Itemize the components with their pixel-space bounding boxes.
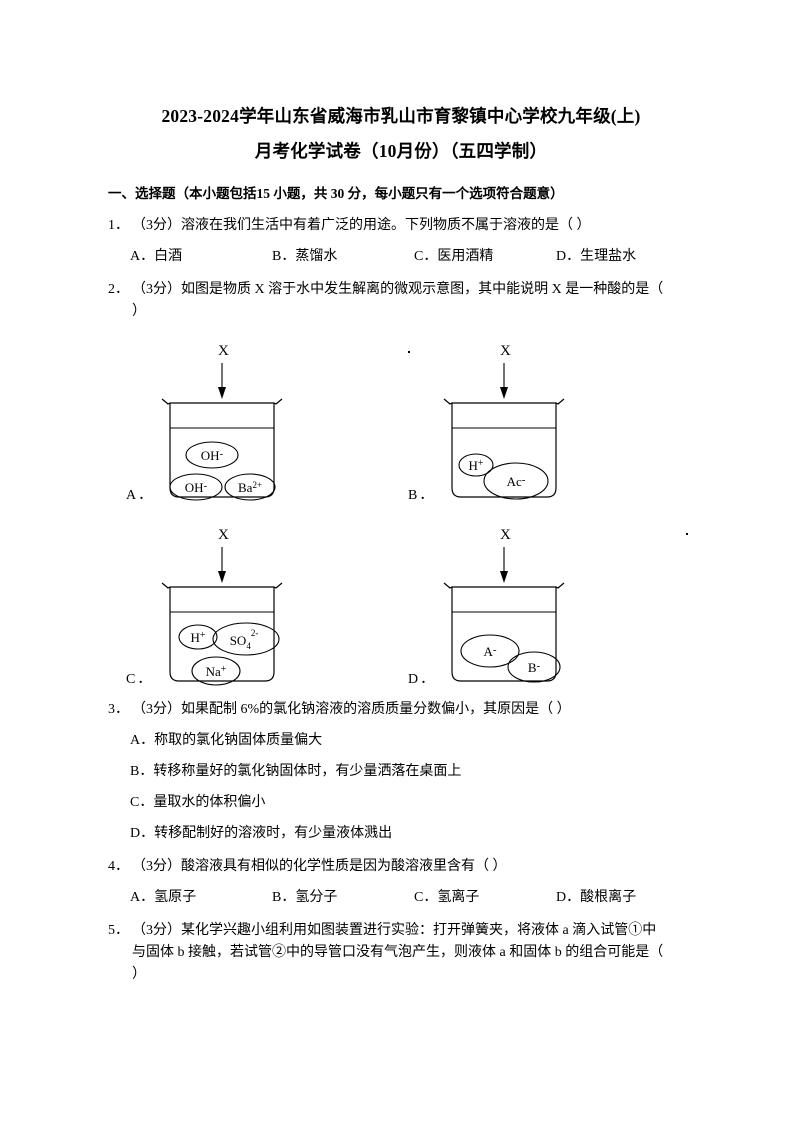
question-3-option-b[interactable]: B．转移称量好的氯化钠固体时，有少量洒落在桌面上: [130, 764, 462, 779]
arrow-head-d: [500, 571, 508, 583]
question-5-stem-line-3: ）: [108, 964, 694, 986]
question-4-stem: 4．（3分）酸溶液具有相似的化学性质是因为酸溶液里含有（ ）: [108, 856, 694, 878]
question-2-number: 2．: [108, 282, 129, 297]
question-3-stem: 3．（3分）如果配制 6%的氯化钠溶液的溶质质量分数偏小，其原因是（ ）: [108, 699, 694, 721]
question-5-score: （3分）: [132, 923, 181, 938]
question-5: 5．（3分）某化学兴趣小组利用如图装置进行实验：打开弹簧夹，将液体 a 滴入试管…: [108, 920, 694, 986]
svg-text:H+: H+: [190, 630, 205, 645]
figure-option-a[interactable]: A． X OH-: [126, 333, 398, 509]
question-2-figure: A． X OH-: [108, 333, 694, 688]
question-4-text: 酸溶液具有相似的化学性质是因为酸溶液里含有（ ）: [181, 859, 507, 874]
question-4: 4．（3分）酸溶液具有相似的化学性质是因为酸溶液里含有（ ） A．氢原子 B．氢…: [108, 856, 694, 909]
svg-text:OH-: OH-: [201, 448, 224, 463]
question-4-options: A．氢原子 B．氢分子 C．氢离子 D．酸根离子: [108, 887, 694, 909]
question-2-text-continued: ）: [132, 304, 146, 319]
section-heading-multiple-choice: 一、选择题（本小题包括15 小题，共 30 分，每小题只有一个选项符合题意）: [108, 186, 564, 201]
svg-text:Na+: Na+: [206, 664, 227, 679]
question-2-score: （3分）: [132, 282, 181, 297]
svg-text:H+: H+: [468, 458, 483, 473]
question-1-score: （3分）: [132, 218, 181, 233]
svg-text:Ba2+: Ba2+: [238, 480, 262, 495]
beaker-rim-c: [161, 582, 283, 589]
question-1: 1．（3分）溶液在我们生活中有着广泛的用途。下列物质不属于溶液的是（ ） A．白…: [108, 215, 694, 268]
beaker-diagram-b: X H+ Ac-: [443, 343, 565, 500]
ion-c-2: SO42-: [212, 622, 280, 656]
beaker-diagram-d: X A- B-: [443, 527, 565, 683]
question-5-stem-line-2: 与固体 b 接触，若试管②中的导管口没有气泡产生，则液体 a 和固体 b 的组合…: [108, 942, 694, 964]
title-line-1: 2023-2024学年山东省威海市乳山市育黎镇中心学校九年级(上): [161, 106, 641, 126]
question-1-option-c[interactable]: C．医用酒精: [414, 249, 494, 264]
title-line-2: 月考化学试卷（10月份）（五四学制）: [254, 141, 548, 161]
figure-option-d-label: D．: [408, 672, 437, 687]
question-1-option-b[interactable]: B．蒸馏水: [272, 249, 338, 264]
svg-text:Ac-: Ac-: [507, 474, 526, 489]
svg-text:B-: B-: [528, 660, 541, 675]
question-2-stem: 2．（3分）如图是物质 X 溶于水中发生解离的微观示意图，其中能说明 X 是一种…: [108, 279, 694, 301]
ion-a-2: OH-: [169, 473, 223, 501]
arrow-label-a: X: [218, 343, 229, 359]
question-1-stem: 1．（3分）溶液在我们生活中有着广泛的用途。下列物质不属于溶液的是（ ）: [108, 215, 694, 237]
svg-text:A-: A-: [483, 644, 496, 659]
arrow-head-c: [218, 571, 226, 583]
question-4-option-c[interactable]: C．氢离子: [414, 890, 480, 905]
question-3-options: A．称取的氯化钠固体质量偏大 B．转移称量好的氯化钠固体时，有少量洒落在桌面上 …: [108, 730, 694, 845]
beaker-body-d: [451, 587, 557, 682]
question-2-text: 如图是物质 X 溶于水中发生解离的微观示意图，其中能说明 X 是一种酸的是（: [181, 282, 664, 297]
beaker-rim-b: [443, 398, 565, 405]
question-4-number: 4．: [108, 859, 129, 874]
figure-option-c-label: C．: [126, 672, 154, 687]
question-3-number: 3．: [108, 702, 129, 717]
ion-b-2: Ac-: [483, 462, 549, 500]
question-1-option-a[interactable]: A．白酒: [130, 249, 183, 264]
figure-option-b-label: B．: [408, 488, 436, 503]
arrow-head-a: [218, 387, 226, 399]
question-5-text-line-3: ）: [132, 967, 146, 982]
question-5-number: 5．: [108, 923, 129, 938]
question-3-text: 如果配制 6%的氯化钠溶液的溶质质量分数偏小，其原因是（ ）: [181, 702, 571, 717]
arrow-head-b: [500, 387, 508, 399]
beaker-rim-a: [161, 398, 283, 405]
arrow-label-c: X: [218, 527, 229, 543]
question-2: 2．（3分）如图是物质 X 溶于水中发生解离的微观示意图，其中能说明 X 是一种…: [108, 279, 694, 688]
question-3-option-d[interactable]: D．转移配制好的溶液时，有少量液体溅出: [130, 826, 393, 841]
figure-option-b[interactable]: B． X H+ Ac-: [408, 333, 680, 509]
svg-text:SO42-: SO42-: [230, 628, 259, 651]
question-3-option-a[interactable]: A．称取的氯化钠固体质量偏大: [130, 733, 323, 748]
ion-a-3: Ba2+: [224, 473, 276, 501]
page-content: 2023-2024学年山东省威海市乳山市育黎镇中心学校九年级(上) 月考化学试卷…: [108, 100, 694, 986]
beaker-body-b: [451, 403, 557, 498]
figure-option-a-label: A．: [126, 488, 155, 503]
question-1-options: A．白酒 B．蒸馏水 C．医用酒精 D．生理盐水: [108, 246, 694, 268]
ion-a-1: OH-: [185, 441, 239, 469]
question-4-score: （3分）: [132, 859, 181, 874]
question-5-text-line-2: 与固体 b 接触，若试管②中的导管口没有气泡产生，则液体 a 和固体 b 的组合…: [132, 945, 664, 960]
figure-option-d[interactable]: D． X A- B-: [408, 517, 680, 693]
question-3: 3．（3分）如果配制 6%的氯化钠溶液的溶质质量分数偏小，其原因是（ ） A．称…: [108, 699, 694, 845]
ion-d-1: A-: [460, 634, 520, 668]
ion-d-2: B-: [507, 651, 561, 683]
question-1-option-d[interactable]: D．生理盐水: [556, 249, 637, 264]
scan-artifact-dot-1: [408, 351, 410, 353]
scan-artifact-dot-2: [686, 533, 688, 535]
question-4-option-a[interactable]: A．氢原子: [130, 890, 197, 905]
svg-text:OH-: OH-: [185, 480, 208, 495]
arrow-label-d: X: [500, 527, 511, 543]
beaker-diagram-a: X OH-: [161, 343, 283, 501]
arrow-label-b: X: [500, 343, 511, 359]
beaker-body-c: [169, 587, 275, 682]
question-4-option-d[interactable]: D．酸根离子: [556, 890, 637, 905]
question-3-score: （3分）: [132, 702, 181, 717]
question-2-stem-continued: ）: [108, 301, 694, 323]
question-3-option-c[interactable]: C．量取水的体积偏小: [130, 795, 266, 810]
question-4-option-b[interactable]: B．氢分子: [272, 890, 338, 905]
ion-c-1: H+: [178, 624, 218, 650]
beaker-diagram-c: X H+ SO42-: [161, 527, 283, 686]
question-1-text: 溶液在我们生活中有着广泛的用途。下列物质不属于溶液的是（ ）: [181, 218, 591, 233]
page-title: 2023-2024学年山东省威海市乳山市育黎镇中心学校九年级(上) 月考化学试卷…: [108, 100, 694, 168]
beaker-rim-d: [443, 582, 565, 589]
question-5-text: 某化学兴趣小组利用如图装置进行实验：打开弹簧夹，将液体 a 滴入试管①中: [181, 923, 657, 938]
question-5-stem: 5．（3分）某化学兴趣小组利用如图装置进行实验：打开弹簧夹，将液体 a 滴入试管…: [108, 920, 694, 942]
question-1-number: 1．: [108, 218, 129, 233]
figure-option-c[interactable]: C． X H+ SO42-: [126, 517, 398, 693]
